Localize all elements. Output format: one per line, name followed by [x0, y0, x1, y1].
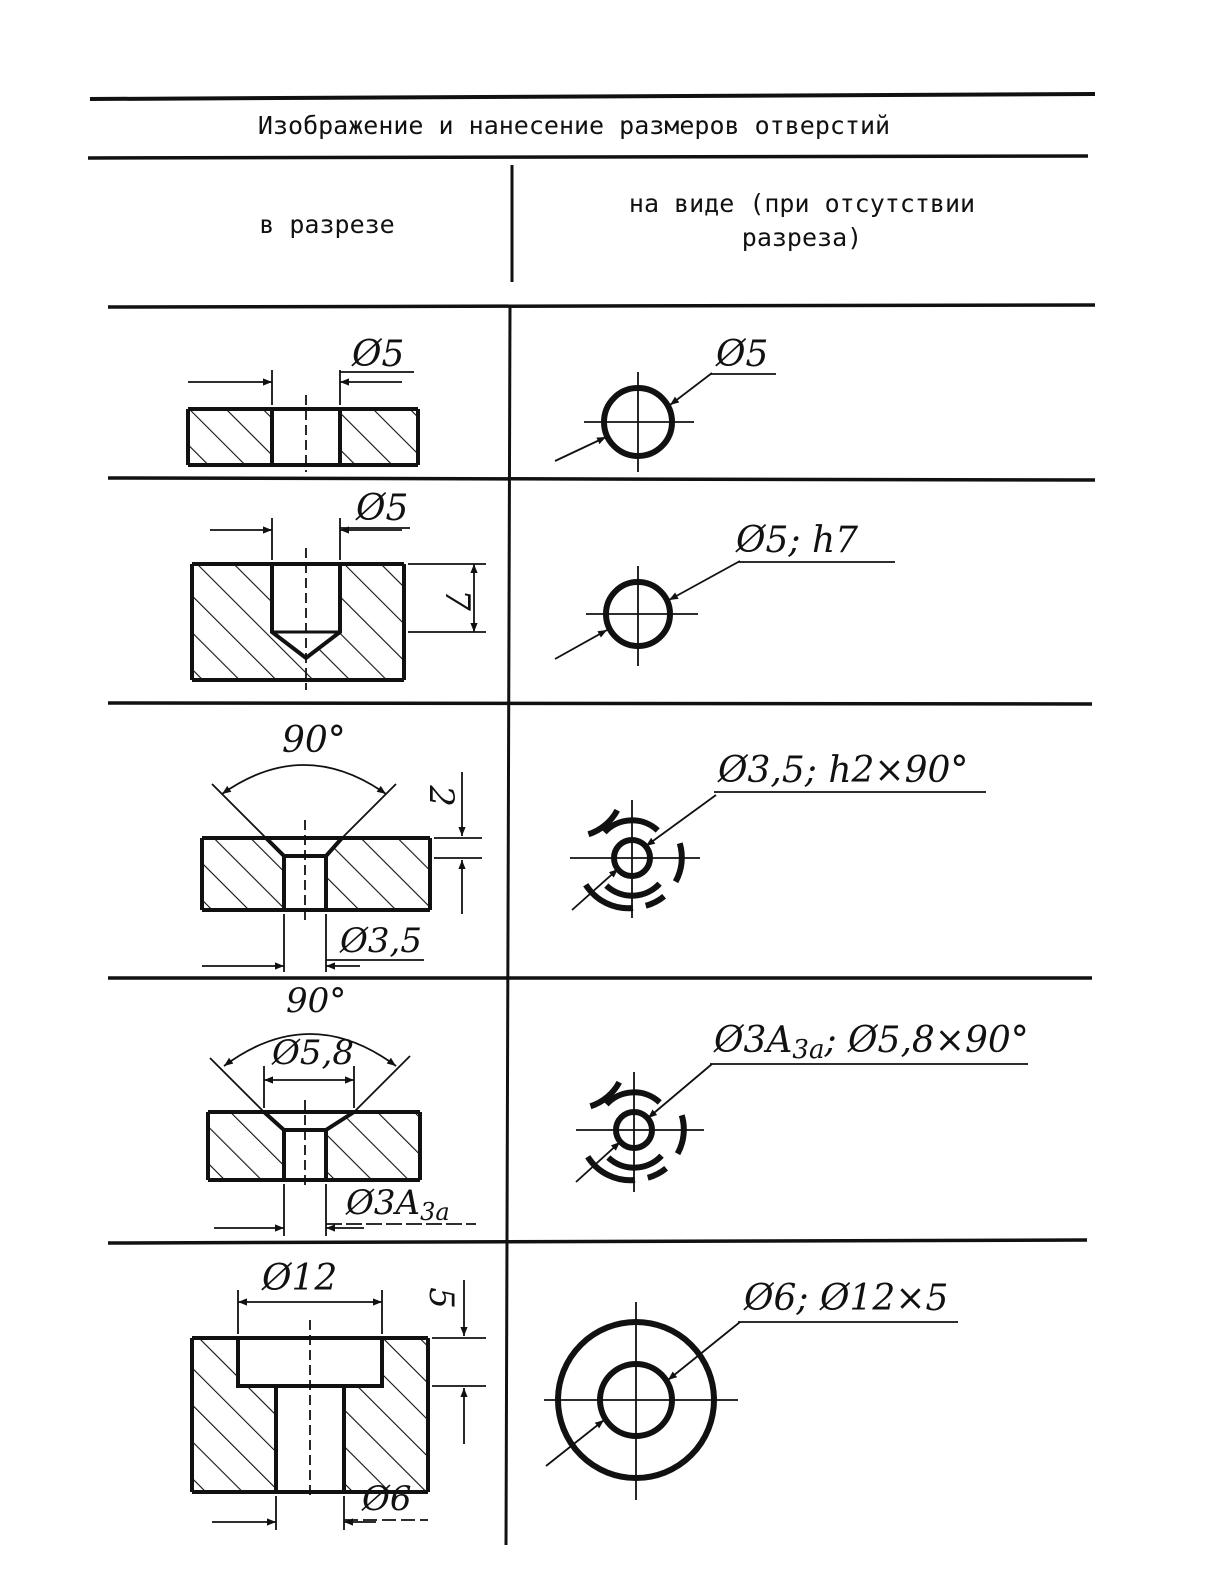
table-frame [87, 92, 1096, 1546]
row2-section-drawing: Ø5 7 [190, 488, 486, 690]
row2-view-label: Ø5; h7 [735, 520, 858, 561]
row-rule-4 [107, 1238, 1088, 1245]
row4-section-dim-diameter-main: Ø3A [345, 1183, 420, 1223]
row1-section-drawing: Ø5 [186, 334, 420, 472]
row5-section-drawing: Ø12 5 Ø6 [190, 1258, 486, 1530]
row-rule-1 [107, 476, 1096, 482]
row3-section-dim-diameter: Ø3,5 [339, 921, 422, 961]
row2-view-drawing: Ø5; h7 [554, 520, 895, 666]
table-title: Изображение и нанесение размеров отверст… [258, 111, 890, 140]
row4-view-label: Ø3A3a; Ø5,8×90° [713, 1020, 1029, 1065]
row1-view-drawing: Ø5 [554, 334, 776, 472]
column-header-view-line1: на виде (при отсутствии [629, 189, 975, 218]
row4-view-label-sub: 3a [792, 1035, 824, 1065]
row1-section-dim-diameter: Ø5 [351, 334, 404, 375]
row-rule-2 [107, 701, 1093, 706]
row1-view-label: Ø5 [715, 334, 768, 375]
row4-view-drawing: Ø3A3a; Ø5,8×90° [575, 1020, 1029, 1192]
row2-section-dim-diameter: Ø5 [355, 488, 408, 529]
row3-section-dim-depth: 2 [421, 784, 461, 807]
row5-section-dim-counterbore: Ø12 [261, 1258, 337, 1299]
column-divider [504, 306, 512, 1546]
row5-section-dim-depth: 5 [421, 1287, 461, 1309]
column-header-section: в разрезе [259, 210, 394, 239]
row4-section-dim-angle: 90° [286, 981, 346, 1021]
column-header-view-line2: разреза) [742, 223, 862, 252]
row3-section-dim-angle: 90° [282, 720, 346, 761]
row3-view-drawing: Ø3,5; h2×90° [570, 750, 986, 918]
row4-view-label-tail: ; Ø5,8×90° [823, 1020, 1028, 1061]
row4-section-dim-diameter: Ø3A3a [345, 1183, 450, 1226]
top-rule [89, 92, 1096, 101]
header-rule [107, 303, 1096, 309]
row3-section-drawing: 90° 2 Ø3,5 [200, 720, 482, 972]
row4-view-label-main: Ø3A [713, 1020, 792, 1061]
row4-section-dim-diameter-sub: 3a [420, 1198, 450, 1226]
row5-section-dim-diameter: Ø6 [361, 1479, 412, 1519]
title-rule [87, 154, 1089, 160]
row5-view-drawing: Ø6; Ø12×5 [544, 1278, 958, 1500]
row4-section-dim-countersink: Ø5,8 [271, 1033, 354, 1073]
row2-section-dim-depth: 7 [437, 589, 477, 611]
row5-view-label: Ø6; Ø12×5 [743, 1278, 948, 1319]
row3-view-label: Ø3,5; h2×90° [717, 750, 968, 791]
row4-section-drawing: 90° Ø5,8 Ø3A3a [206, 981, 476, 1236]
